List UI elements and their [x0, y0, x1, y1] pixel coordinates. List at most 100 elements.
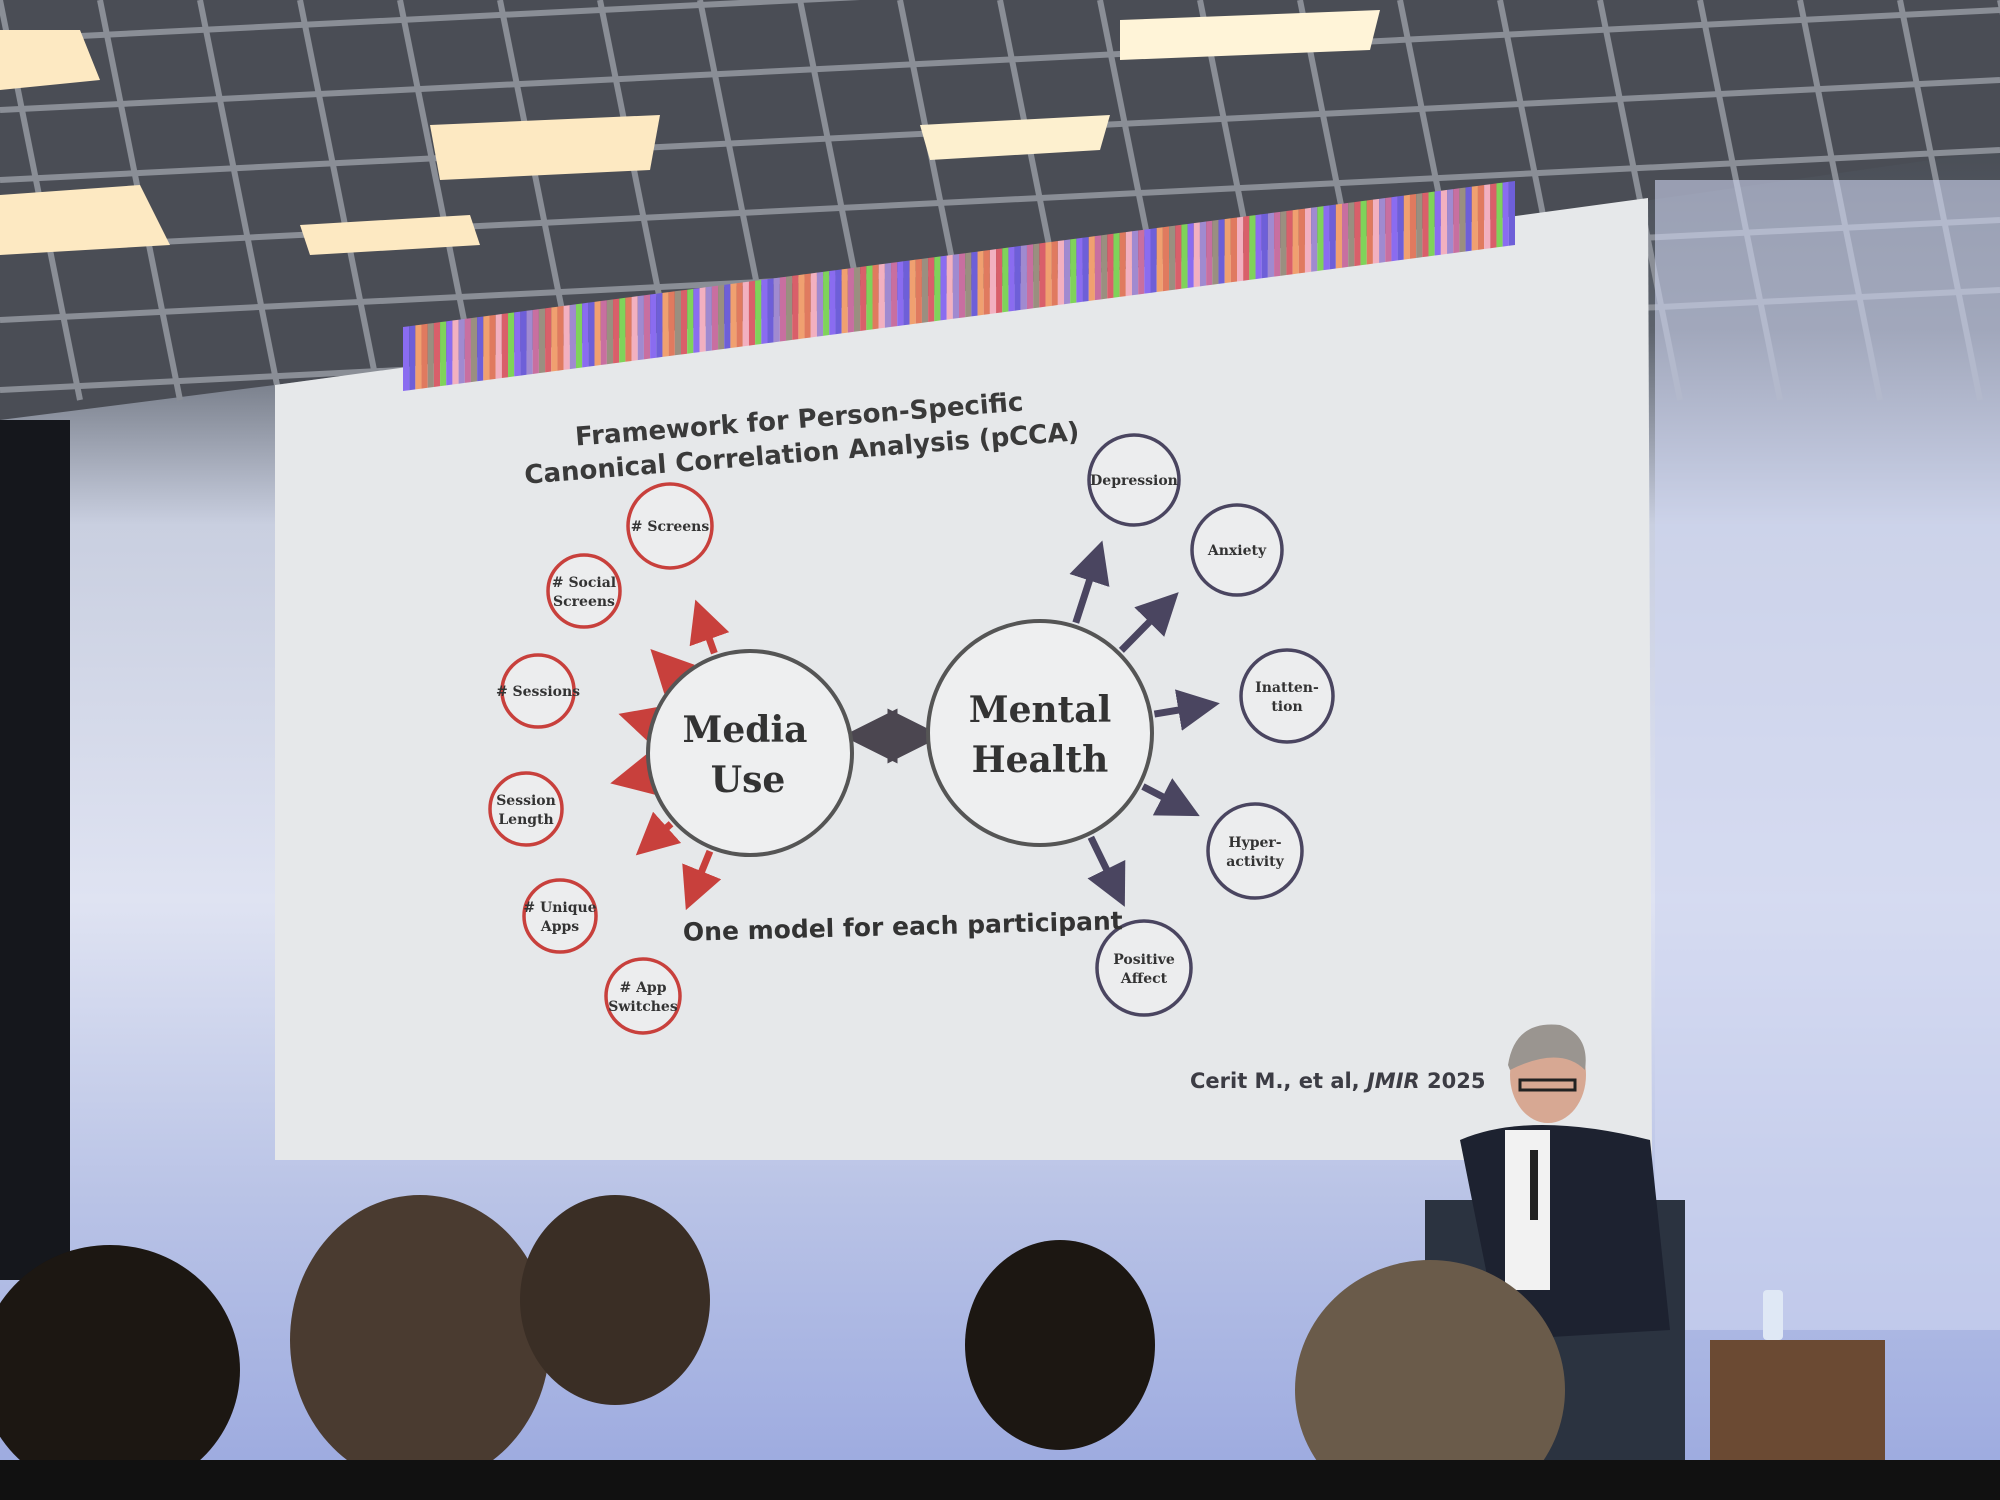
mental-health-arrow — [1087, 835, 1126, 907]
color-bar — [403, 181, 1515, 391]
color-stripe — [1033, 243, 1040, 309]
color-stripe — [748, 280, 756, 346]
color-stripe — [687, 288, 694, 354]
color-stripe — [501, 313, 509, 379]
color-stripe — [1403, 194, 1410, 260]
color-stripe — [934, 256, 941, 322]
color-stripe — [470, 317, 478, 383]
color-stripe — [637, 295, 644, 361]
projected-slide: Framework for Person-Specific Canonical … — [275, 181, 1652, 1160]
color-stripe — [884, 262, 892, 328]
color-stripe — [1070, 238, 1077, 304]
color-stripe — [440, 321, 447, 387]
color-stripe — [773, 277, 780, 343]
color-stripe — [557, 305, 564, 371]
color-stripe — [1459, 187, 1466, 253]
color-stripe — [1311, 206, 1318, 272]
color-stripe — [1113, 232, 1120, 298]
color-stripe — [891, 262, 898, 327]
color-stripe — [1428, 191, 1435, 257]
color-stripe — [1348, 202, 1355, 267]
color-stripe — [489, 314, 496, 380]
arrows — [610, 540, 1220, 911]
media-use-item-label: Switches — [608, 999, 678, 1015]
color-stripe — [971, 251, 978, 317]
color-stripe — [853, 266, 861, 332]
color-stripe — [989, 249, 997, 314]
color-stripe — [693, 288, 700, 353]
color-stripe — [1465, 186, 1472, 252]
color-stripe — [1298, 208, 1305, 274]
color-stripe — [1138, 229, 1145, 295]
color-stripe — [823, 271, 830, 336]
color-stripe — [403, 326, 410, 391]
color-stripe — [1237, 216, 1244, 282]
color-stripe — [1026, 244, 1034, 310]
color-stripe — [619, 297, 626, 363]
media-use-arrow — [689, 599, 730, 655]
color-stripe — [520, 310, 527, 376]
color-stripe — [977, 250, 984, 316]
color-stripe — [1397, 195, 1404, 261]
media-use-item-node: # Sessions — [496, 653, 580, 729]
color-stripe — [761, 279, 768, 344]
color-stripe — [1144, 228, 1151, 294]
color-stripe — [755, 279, 762, 345]
color-stripe — [1422, 192, 1429, 258]
color-stripe — [940, 255, 947, 321]
color-stripe — [866, 265, 873, 331]
color-stripe — [1125, 231, 1132, 297]
color-stripe — [983, 249, 990, 315]
color-stripe — [767, 278, 774, 344]
color-stripe — [452, 319, 459, 385]
color-stripe — [674, 290, 681, 356]
microphone — [1530, 1150, 1538, 1220]
mental-health-item-label: Hyper- — [1228, 835, 1281, 851]
media-use-label-1: Media — [683, 709, 808, 751]
color-stripe — [1119, 232, 1126, 297]
mental-health-item-label: tion — [1271, 699, 1302, 715]
color-stripe — [538, 308, 546, 374]
color-stripe — [705, 286, 712, 352]
color-stripe — [458, 318, 465, 384]
color-stripe — [600, 300, 607, 366]
color-stripe — [1224, 218, 1231, 284]
color-stripe — [415, 324, 422, 390]
color-stripe — [1342, 202, 1349, 268]
media-use-item-label: Session — [496, 793, 556, 809]
color-stripe — [1434, 190, 1441, 256]
citation: Cerit M., et al, JMIR 2025 — [1190, 1069, 1485, 1093]
mental-health-item-node: Hyper-activity — [1206, 802, 1304, 900]
mental-health-arrow — [1141, 778, 1200, 817]
color-stripe — [1193, 222, 1200, 288]
mental-health-item-node: Inatten-tion — [1239, 648, 1335, 744]
color-stripe — [1304, 207, 1312, 273]
media-use-item-label: # Unique — [523, 900, 596, 916]
ceiling-light — [0, 185, 170, 255]
color-stripe — [643, 294, 651, 360]
color-stripe — [718, 284, 725, 350]
color-stripe — [1366, 199, 1373, 265]
ceiling-light — [920, 115, 1110, 160]
color-stripe — [563, 305, 570, 370]
citation-authors: Cerit M., et al, — [1190, 1069, 1367, 1093]
ceiling-light — [430, 115, 660, 180]
color-stripe — [1218, 219, 1225, 284]
color-stripe — [1162, 226, 1170, 292]
color-stripe — [804, 273, 811, 339]
color-stripe — [860, 266, 867, 331]
color-stripe — [575, 303, 583, 369]
color-stripe — [1477, 185, 1485, 250]
color-stripe — [921, 258, 929, 323]
color-stripe — [1496, 182, 1503, 248]
color-stripe — [1385, 197, 1392, 263]
color-stripe — [1391, 196, 1398, 262]
mental-health-label-2: Health — [972, 739, 1109, 781]
color-stripe — [1508, 181, 1515, 246]
